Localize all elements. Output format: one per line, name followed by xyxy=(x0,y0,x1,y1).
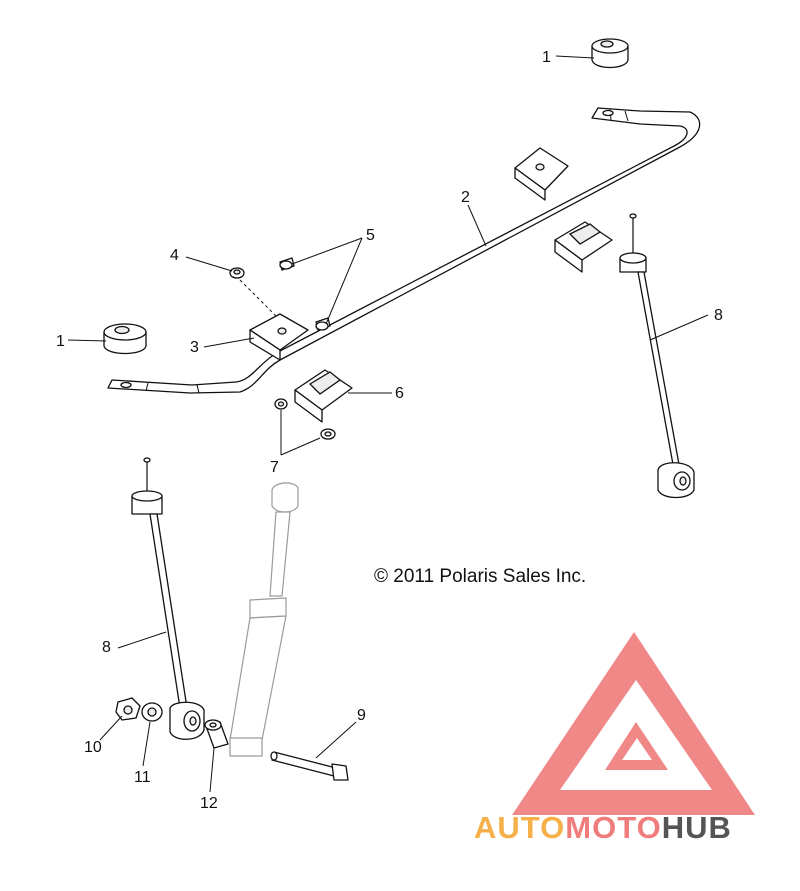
stabilizer-link-right xyxy=(619,213,695,499)
washer-7a xyxy=(274,398,288,410)
bushing-right xyxy=(591,38,629,69)
bolt-5a xyxy=(279,257,295,271)
callout-12: 12 xyxy=(200,795,218,812)
callout-5: 5 xyxy=(366,227,375,244)
callout-8-left: 8 xyxy=(102,639,111,656)
shock-absorber xyxy=(229,482,299,757)
callout-labels: 1 1 2 3 4 5 6 7 8 8 9 10 11 12 xyxy=(56,49,723,812)
watermark-hub: HUB xyxy=(662,810,732,845)
callout-3: 3 xyxy=(190,339,199,356)
bushing-left xyxy=(103,323,147,355)
stabilizer-link-left xyxy=(131,457,205,740)
nut-10 xyxy=(115,697,141,721)
clamp-6 xyxy=(294,369,353,423)
washer-11 xyxy=(141,702,163,722)
nut-4 xyxy=(229,267,279,319)
spacer-12 xyxy=(204,719,229,749)
watermark-logo xyxy=(512,632,755,815)
watermark-text: AUTOMOTOHUB xyxy=(474,810,732,845)
callout-1-right: 1 xyxy=(542,49,551,66)
callout-6: 6 xyxy=(395,385,404,402)
callout-2: 2 xyxy=(461,189,470,206)
callout-8-right: 8 xyxy=(714,307,723,324)
clamp-3 xyxy=(249,313,309,361)
bolt-9 xyxy=(270,751,349,781)
stabilizer-bar xyxy=(107,107,701,394)
leader-lines xyxy=(67,55,709,793)
callout-7: 7 xyxy=(270,459,279,476)
callout-10: 10 xyxy=(84,739,102,756)
callout-1-left: 1 xyxy=(56,333,65,350)
copyright-notice: © 2011 Polaris Sales Inc. xyxy=(374,566,586,587)
bolt-5b xyxy=(315,317,331,331)
callout-11: 11 xyxy=(134,769,151,786)
callout-9: 9 xyxy=(357,707,366,724)
watermark-moto: MOTO xyxy=(565,810,661,845)
callout-4: 4 xyxy=(170,247,179,264)
watermark-auto: AUTO xyxy=(474,810,565,845)
clamp-mid-right xyxy=(554,221,613,273)
washer-7b xyxy=(320,428,336,440)
logo-triangle-hole xyxy=(622,738,652,760)
clamp-upper-right xyxy=(514,147,569,201)
